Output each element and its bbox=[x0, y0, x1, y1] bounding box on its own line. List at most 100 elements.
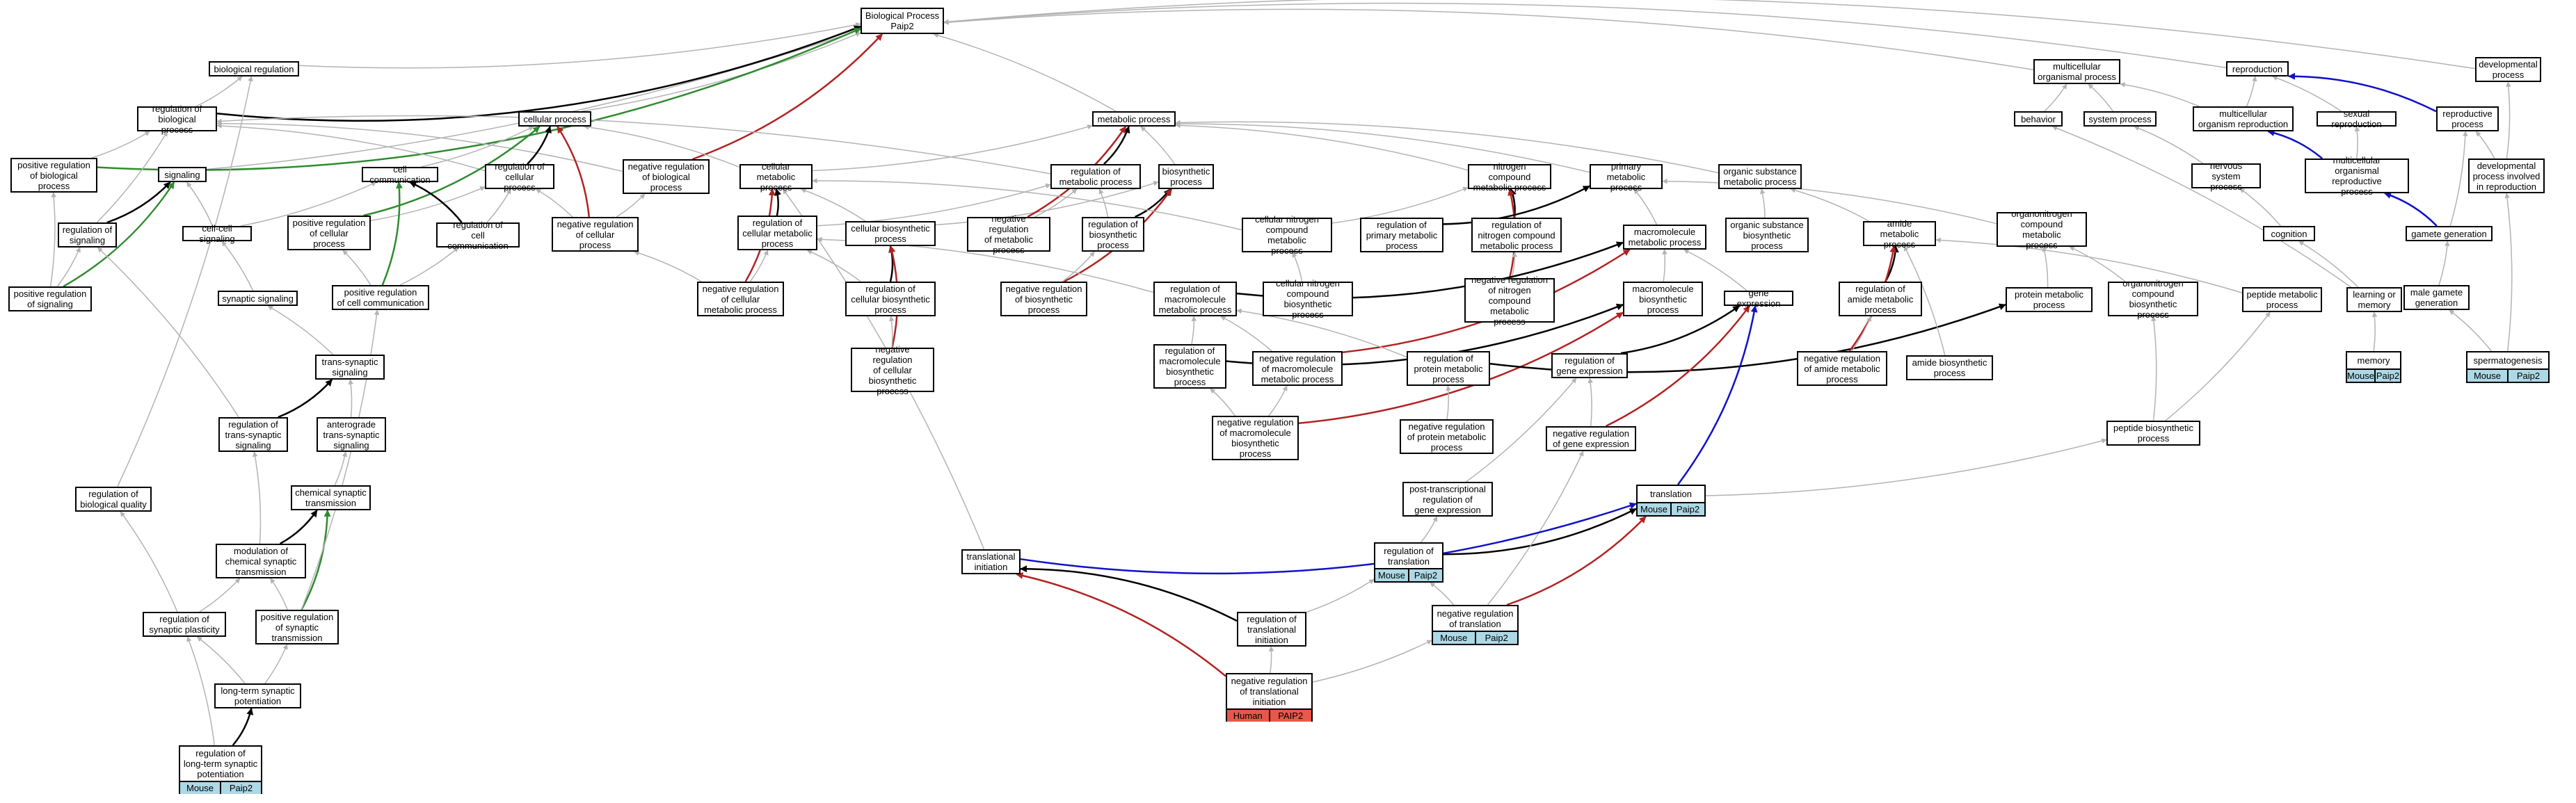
go-term-negregbio[interactable]: negative regulation of biological proces… bbox=[623, 159, 710, 194]
go-term-regcellcomm[interactable]: regulation of cell communication bbox=[436, 220, 520, 251]
go-term-nervsys[interactable]: nervous system process bbox=[2191, 161, 2261, 192]
go-term-sexrepro[interactable]: sexual reproduction bbox=[2317, 108, 2397, 129]
go-term-regprotmetab[interactable]: regulation of protein metabolic process bbox=[1407, 351, 1490, 386]
go-term-regsynplast[interactable]: regulation of synaptic plasticity bbox=[143, 612, 226, 637]
go-term-protmetab[interactable]: protein metabolic process bbox=[2006, 287, 2093, 312]
go-term-cellcellsig[interactable]: cell-cell signaling bbox=[182, 223, 252, 244]
edge-gray-regprotmetab-to-regmacro bbox=[1236, 308, 1407, 358]
go-term-label: modulation of chemical synaptic transmis… bbox=[225, 545, 297, 577]
go-term-multireproproc[interactable]: multicellular organismal reproductive pr… bbox=[2305, 155, 2409, 197]
go-term-orgsubbio[interactable]: organic substance biosynthetic process bbox=[1725, 218, 1809, 252]
go-term-regmacrobio[interactable]: regulation of macromolecule biosynthetic… bbox=[1153, 344, 1226, 389]
go-term-cellbiosyn[interactable]: cellular biosynthetic process bbox=[845, 221, 936, 246]
go-term-negregcellmetab[interactable]: negative regulation of cellular metaboli… bbox=[697, 282, 784, 316]
go-term-devrepro[interactable]: developmental process involved in reprod… bbox=[2468, 159, 2545, 193]
go-term-negregcellbiosyn[interactable]: negative regulation of cellular biosynth… bbox=[851, 344, 934, 396]
go-term-regmetab[interactable]: regulation of metabolic process bbox=[1050, 164, 1141, 189]
go-term-regbio[interactable]: regulation of biological process bbox=[137, 104, 217, 135]
go-term-negregtransinit[interactable]: negative regulation of translational ini… bbox=[1226, 673, 1313, 722]
go-term-bioreg[interactable]: biological regulation bbox=[209, 61, 299, 76]
go-term-regmacro[interactable]: regulation of macromolecule metabolic pr… bbox=[1153, 282, 1237, 316]
go-term-negregmetab[interactable]: negative regulation of metabolic process bbox=[967, 213, 1050, 255]
go-term-cellnitro[interactable]: cellular nitrogen compound metabolic pro… bbox=[1242, 214, 1332, 256]
go-term-behavior[interactable]: behavior bbox=[2014, 111, 2063, 127]
go-term-organo[interactable]: organonitrogen compound metabolic proces… bbox=[1997, 209, 2087, 250]
go-term-macro[interactable]: macromolecule metabolic process bbox=[1623, 225, 1706, 250]
go-term-label: nervous system process bbox=[2209, 160, 2243, 192]
go-term-reggene[interactable]: regulation of gene expression bbox=[1551, 353, 1628, 378]
go-term-organobio[interactable]: organonitrogen compound biosynthetic pro… bbox=[2108, 278, 2198, 320]
go-term-regnitro[interactable]: regulation of nitrogen compound metaboli… bbox=[1471, 218, 1562, 252]
go-term-posregcell[interactable]: positive regulation of cellular process bbox=[287, 216, 371, 250]
go-term-geneexp[interactable]: gene expression bbox=[1724, 288, 1793, 309]
go-term-multirepro[interactable]: multicellular organism reproduction bbox=[2193, 106, 2294, 131]
go-term-posttrans[interactable]: post-transcriptional regulation of gene … bbox=[1402, 482, 1493, 517]
go-term-negregcell[interactable]: negative regulation of cellular process bbox=[552, 217, 639, 252]
go-term-chemsyn[interactable]: chemical synaptic transmission bbox=[291, 485, 371, 510]
go-term-peptbio[interactable]: peptide biosynthetic process bbox=[2106, 421, 2200, 446]
go-term-regbiosyn[interactable]: regulation of biosynthetic process bbox=[1082, 217, 1144, 252]
go-term-signaling[interactable]: signaling bbox=[158, 167, 207, 182]
go-term-multi[interactable]: multicellular organismal process bbox=[2033, 59, 2120, 84]
go-term-regcellmetab[interactable]: regulation of cellular metabolic process bbox=[737, 216, 817, 250]
go-term-learn[interactable]: learning or memory bbox=[2346, 287, 2402, 312]
edge-black-regcellmetab-to-cellmetab bbox=[774, 188, 782, 216]
go-term-modchem[interactable]: modulation of chemical synaptic transmis… bbox=[216, 544, 306, 578]
go-term-prim[interactable]: primary metabolic process bbox=[1590, 161, 1663, 193]
go-term-orgsub[interactable]: organic substance metabolic process bbox=[1718, 164, 1802, 189]
go-term-biosyn[interactable]: biosynthetic process bbox=[1158, 164, 1214, 189]
go-term-peptmetab[interactable]: peptide metabolic process bbox=[2242, 287, 2322, 312]
go-term-amidemetab[interactable]: amide metabolic process bbox=[1863, 218, 1936, 250]
go-term-amidebio[interactable]: amide biosynthetic process bbox=[1906, 355, 1993, 380]
go-term-regsig[interactable]: regulation of signaling bbox=[58, 222, 117, 248]
go-term-nitro[interactable]: nitrogen compound metabolic process bbox=[1468, 161, 1551, 193]
go-term-sysproc[interactable]: system process bbox=[2083, 111, 2157, 127]
go-term-regltp[interactable]: regulation of long-term synaptic potenti… bbox=[179, 745, 262, 794]
go-term-cognition[interactable]: cognition bbox=[2263, 226, 2315, 241]
go-term-posregsig[interactable]: positive regulation of signaling bbox=[8, 286, 92, 311]
go-term-cellproc[interactable]: cellular process bbox=[518, 111, 591, 127]
go-term-regtranssyn[interactable]: regulation of trans-synaptic signaling bbox=[218, 417, 288, 452]
go-term-macrobio[interactable]: macromolecule biosynthetic process bbox=[1623, 282, 1703, 316]
go-term-label: regulation of nitrogen compound metaboli… bbox=[1478, 219, 1555, 251]
go-term-metab[interactable]: metabolic process bbox=[1092, 111, 1176, 127]
go-term-negregnitro[interactable]: negative regulation of nitrogen compound… bbox=[1464, 275, 1555, 327]
go-term-regcellproc[interactable]: regulation of cellular process bbox=[485, 161, 554, 193]
go-term-malegamete[interactable]: male gamete generation bbox=[2403, 285, 2470, 310]
gene-badge: Paip2 bbox=[220, 782, 261, 794]
go-term-reproproc[interactable]: reproductive process bbox=[2436, 106, 2499, 131]
go-term-negreggene[interactable]: negative regulation of gene expression bbox=[1546, 426, 1636, 451]
go-term-synsig[interactable]: synaptic signaling bbox=[218, 291, 298, 306]
go-term-regamide[interactable]: regulation of amide metabolic process bbox=[1839, 282, 1922, 316]
go-term-ltp[interactable]: long-term synaptic potentiation bbox=[214, 683, 301, 708]
go-term-regtransinit[interactable]: regulation of translational initiation bbox=[1237, 612, 1306, 647]
go-term-negregamide[interactable]: negative regulation of amide metabolic p… bbox=[1797, 351, 1887, 386]
go-term-antero[interactable]: anterograde trans-synaptic signaling bbox=[317, 417, 386, 452]
go-term-bp[interactable]: Biological Process Paip2 bbox=[861, 8, 944, 34]
go-term-posregsyn[interactable]: positive regulation of synaptic transmis… bbox=[255, 610, 339, 644]
go-term-negregmacrobio[interactable]: negative regulation of macromolecule bio… bbox=[1212, 416, 1299, 460]
go-term-regcellbiosyn[interactable]: regulation of cellular biosynthetic proc… bbox=[845, 282, 936, 316]
edge-green-posregbio-to-bp bbox=[97, 27, 861, 171]
go-term-regprim[interactable]: regulation of primary metabolic process bbox=[1360, 218, 1443, 252]
go-term-posregcellcomm[interactable]: positive regulation of cell communicatio… bbox=[332, 285, 429, 310]
go-term-gamete[interactable]: gamete generation bbox=[2406, 226, 2493, 241]
go-term-transsyn[interactable]: trans-synaptic signaling bbox=[315, 355, 385, 380]
go-term-posregbio[interactable]: positive regulation of biological proces… bbox=[10, 158, 97, 193]
go-term-negregmacro[interactable]: negative regulation of macromolecule met… bbox=[1252, 351, 1343, 386]
go-term-transinit[interactable]: translational initiation bbox=[961, 549, 1021, 574]
go-term-cellmetab[interactable]: cellular metabolic process bbox=[739, 161, 813, 193]
go-term-cellcomm[interactable]: cell communication bbox=[362, 164, 438, 185]
go-term-negregbiosyn[interactable]: negative regulation of biosynthetic proc… bbox=[1000, 282, 1087, 316]
go-term-repro[interactable]: reproduction bbox=[2226, 61, 2289, 76]
go-term-cellnitrobio[interactable]: cellular nitrogen compound biosynthetic … bbox=[1263, 278, 1353, 320]
go-term-devproc[interactable]: developmental process bbox=[2475, 57, 2541, 82]
edge-gray-learn-to-cognition bbox=[2298, 241, 2359, 288]
go-term-regbioqual[interactable]: regulation of biological quality bbox=[75, 487, 152, 512]
go-term-negregprot[interactable]: negative regulation of protein metabolic… bbox=[1400, 419, 1494, 454]
